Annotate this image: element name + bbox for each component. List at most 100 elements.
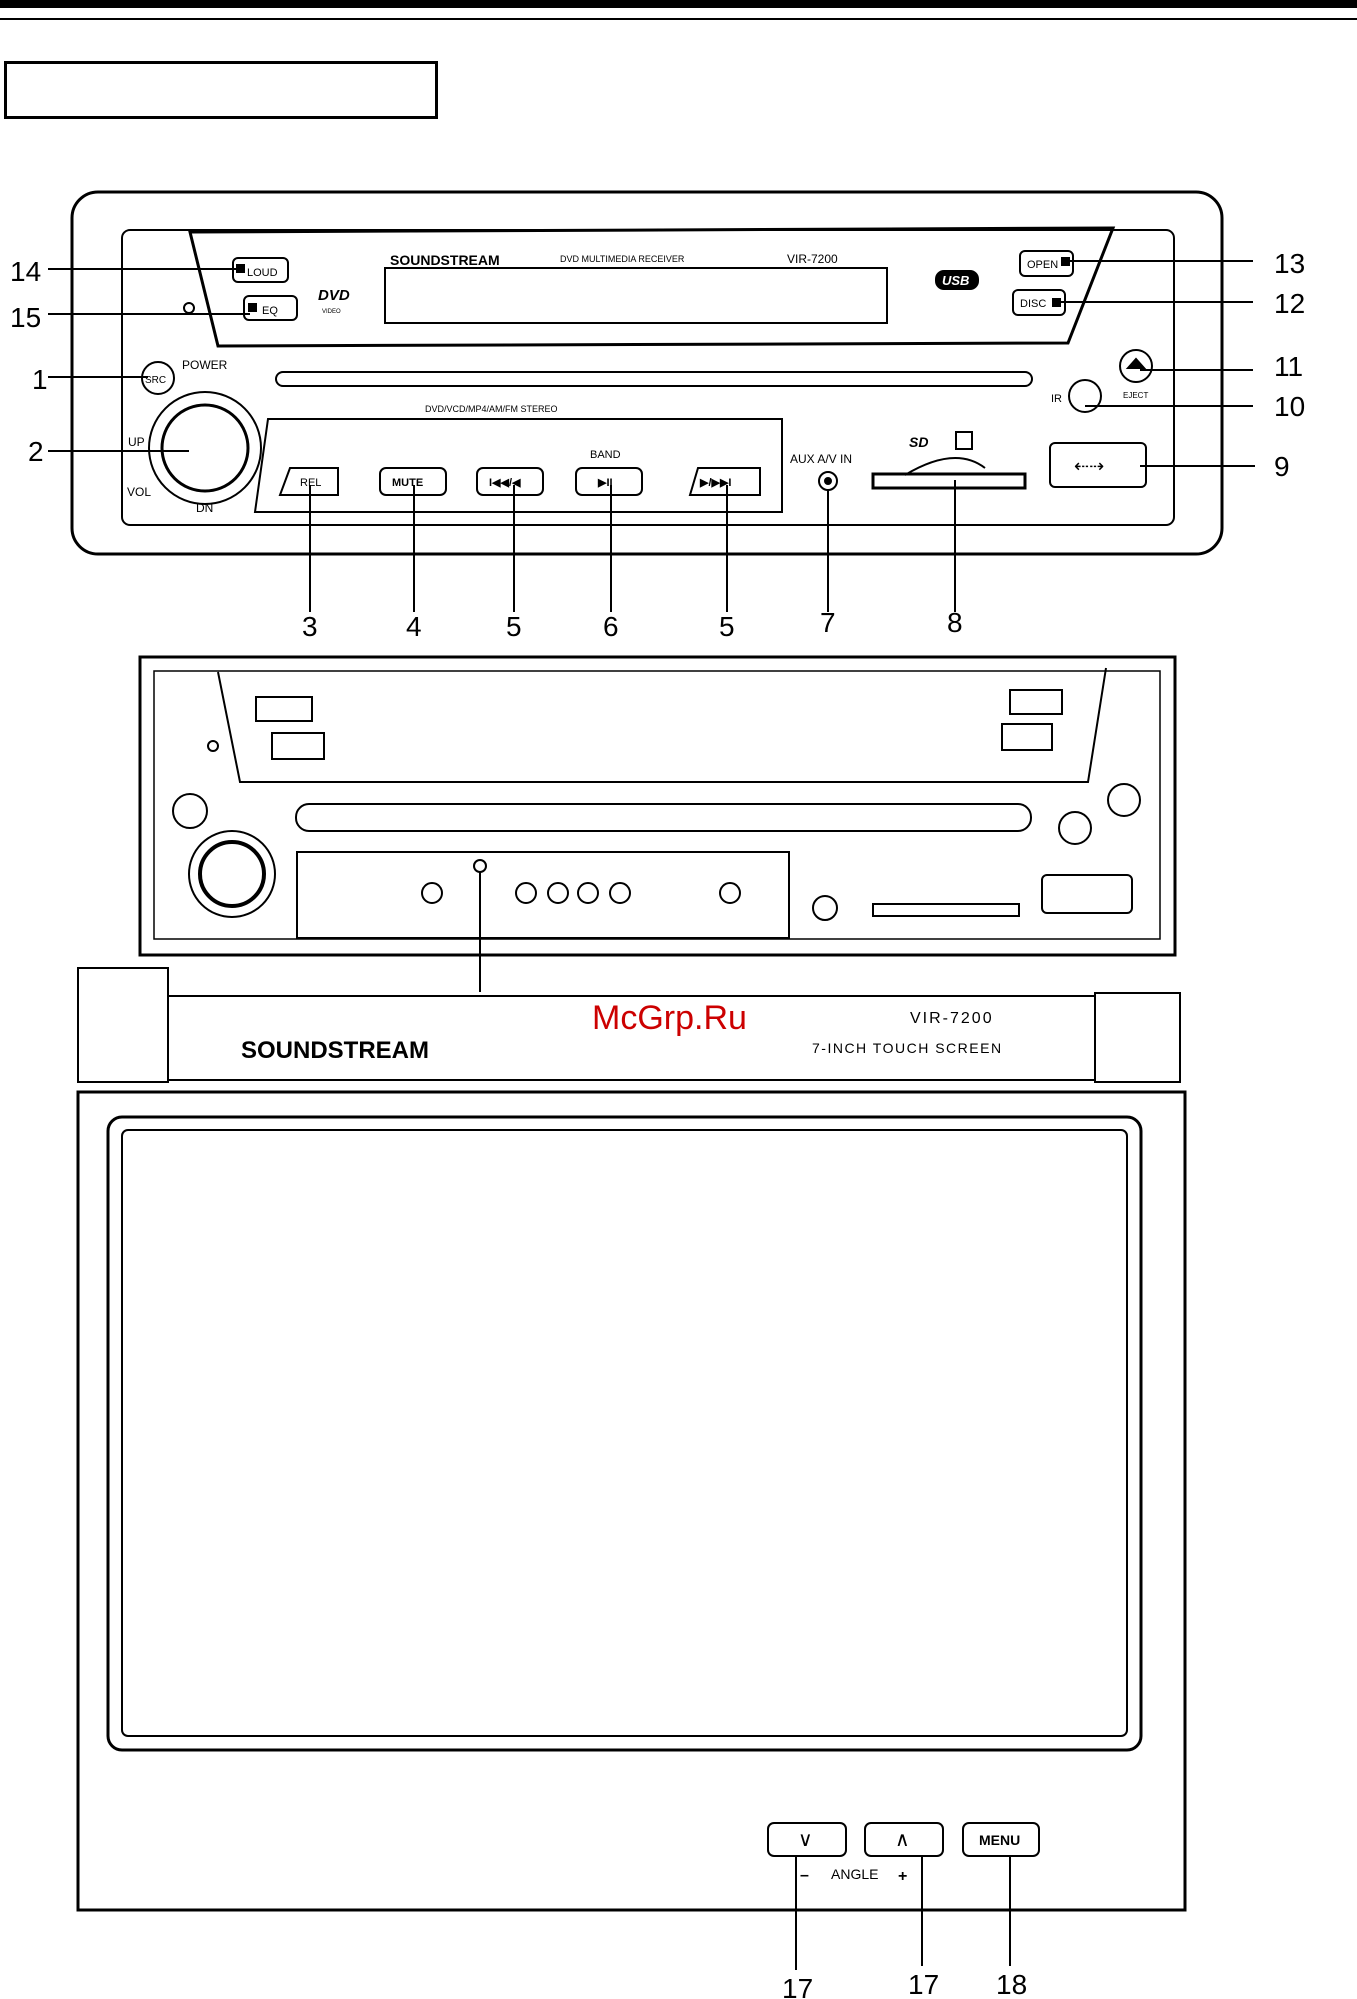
screen-right-hinge xyxy=(1095,993,1180,1082)
chassis-button-slot xyxy=(1010,690,1062,714)
callout-12: 12 xyxy=(1274,288,1305,319)
callout-15: 15 xyxy=(10,302,41,333)
angle-up-button[interactable]: ∧ xyxy=(865,1823,943,1856)
chassis-disc-slot xyxy=(296,804,1031,831)
minus-label: – xyxy=(800,1867,809,1884)
chassis-button-slot xyxy=(1002,724,1052,750)
callout-5a: 5 xyxy=(506,611,522,642)
touch-display-area[interactable] xyxy=(122,1130,1127,1736)
screen-brand: SOUNDSTREAM xyxy=(241,1037,429,1064)
touchscreen-diagram: SOUNDSTREAM VIR-7200 7-INCH TOUCH SCREEN… xyxy=(78,968,1185,1999)
eject-label: EJECT xyxy=(1123,391,1148,400)
menu-button[interactable]: MENU xyxy=(963,1823,1039,1856)
screen-display-outer xyxy=(108,1117,1141,1750)
callout-8: 8 xyxy=(947,607,963,638)
chassis-hole xyxy=(208,741,218,751)
watermark: McGrp.Ru xyxy=(592,999,747,1037)
callout-leaders xyxy=(48,261,1255,612)
chassis-round-port xyxy=(1059,812,1091,844)
sd-slot-guide xyxy=(905,458,985,475)
callout-3: 3 xyxy=(302,611,318,642)
sd-lock-icon xyxy=(956,432,972,449)
disc-button[interactable]: DISC xyxy=(1013,290,1065,315)
reset-hole xyxy=(184,303,194,313)
chassis-connector-bay xyxy=(297,852,789,938)
eq-button[interactable]: EQ xyxy=(244,296,297,320)
screen-callout-numbers: 17 17 18 xyxy=(782,1969,1027,1999)
screen-left-hinge xyxy=(78,968,168,1082)
prev-track-button[interactable]: I◀◀/◀ xyxy=(477,468,543,495)
chassis-round-port xyxy=(1108,784,1140,816)
ir-label: IR xyxy=(1051,393,1062,405)
open-button[interactable]: OPEN xyxy=(1020,251,1073,276)
chassis-knob-shaft-inner xyxy=(200,842,264,906)
callout-6: 6 xyxy=(603,611,619,642)
aux-jack-core xyxy=(825,478,831,484)
mute-label: MUTE xyxy=(392,477,423,489)
screen-model: VIR-7200 xyxy=(910,1010,994,1027)
callout-1: 1 xyxy=(32,364,48,395)
callout-17a: 17 xyxy=(782,1973,813,1999)
chassis-pin xyxy=(474,860,486,872)
sd-card-slot[interactable] xyxy=(873,474,1025,488)
callout-7: 7 xyxy=(820,607,836,638)
angle-down-button[interactable]: ∨ xyxy=(768,1823,846,1856)
up-glyph: ∧ xyxy=(895,1829,910,1851)
menu-label: MENU xyxy=(979,1832,1020,1848)
formats-label: DVD/VCD/MP4/AM/FM STEREO xyxy=(425,404,558,414)
callout-2: 2 xyxy=(28,436,44,467)
power-label: POWER xyxy=(182,358,228,372)
angle-label: ANGLE xyxy=(831,1866,878,1882)
lower-button-strip xyxy=(255,419,782,512)
dvd-logo-sub: VIDEO xyxy=(322,309,341,315)
callout-13: 13 xyxy=(1274,248,1305,279)
chassis-round-port xyxy=(173,794,207,828)
plus-label: + xyxy=(898,1868,907,1885)
chassis-usb-port xyxy=(1042,875,1132,913)
chassis-pin xyxy=(422,883,442,903)
chassis-diagram xyxy=(140,657,1175,992)
eject-button[interactable] xyxy=(1120,350,1152,382)
chassis-pin xyxy=(578,883,598,903)
product-desc: DVD MULTIMEDIA RECEIVER xyxy=(560,254,685,264)
play-pause-band-button[interactable]: ▶II xyxy=(576,468,642,495)
up-label: UP xyxy=(128,435,145,449)
chassis-button-slot xyxy=(272,733,324,759)
chassis-pin xyxy=(610,883,630,903)
chassis-flip-panel xyxy=(218,668,1106,782)
loud-label: LOUD xyxy=(247,267,278,279)
callout-4: 4 xyxy=(406,611,422,642)
screen-subtitle: 7-INCH TOUCH SCREEN xyxy=(812,1040,1003,1056)
disc-slot xyxy=(276,372,1032,386)
usb-logo: USB xyxy=(942,273,969,288)
ir-sensor xyxy=(1069,380,1101,412)
callout-5b: 5 xyxy=(719,611,735,642)
model-label: VIR-7200 xyxy=(787,252,838,266)
chassis-pin xyxy=(548,883,568,903)
usb-trident-icon: ⇠⇢ xyxy=(1074,456,1104,476)
disc-label: DISC xyxy=(1020,298,1046,310)
callout-10: 10 xyxy=(1274,391,1305,422)
aux-label: AUX A/V IN xyxy=(790,452,852,466)
loud-button[interactable]: LOUD xyxy=(233,258,288,282)
screen-frame xyxy=(78,1092,1185,1910)
sd-logo: SD xyxy=(909,434,928,450)
chassis-pin xyxy=(720,883,740,903)
front-panel-diagram: SOUNDSTREAM DVD MULTIMEDIA RECEIVER VIR-… xyxy=(10,192,1305,642)
volume-knob[interactable] xyxy=(149,392,261,504)
chassis-button-slot xyxy=(256,697,312,721)
band-label: BAND xyxy=(590,449,621,461)
display-window xyxy=(385,268,887,323)
callout-11: 11 xyxy=(1274,351,1303,382)
src-label: SRC xyxy=(145,375,166,386)
brand-label: SOUNDSTREAM xyxy=(390,252,500,268)
next-track-button[interactable]: ▶/▶▶I xyxy=(690,468,760,495)
prev-label: I◀◀/◀ xyxy=(489,477,521,489)
eq-label: EQ xyxy=(262,305,278,317)
down-glyph: ∨ xyxy=(798,1829,813,1851)
callout-17b: 17 xyxy=(908,1969,939,1999)
open-label: OPEN xyxy=(1027,259,1058,271)
callout-18: 18 xyxy=(996,1969,1027,1999)
